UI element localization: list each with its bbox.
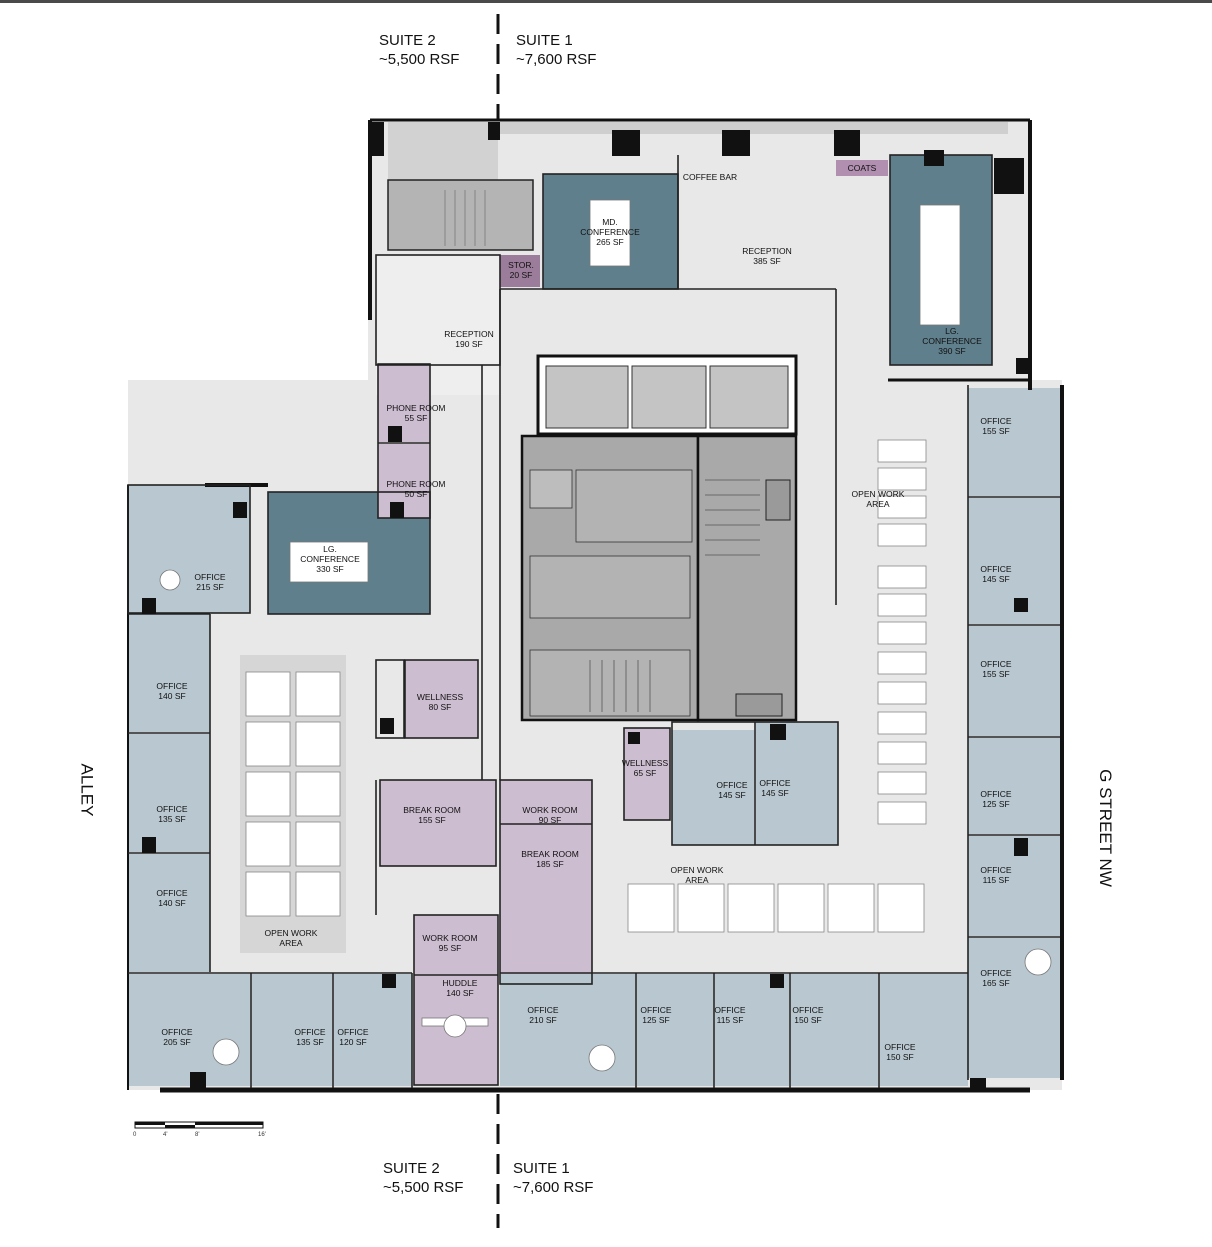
scale-tick-8: 8' — [195, 1132, 199, 1138]
phone-room-55 — [378, 364, 430, 442]
break-room-155 — [380, 780, 496, 866]
scale-tick-4: 4' — [163, 1132, 167, 1138]
office-120-room — [334, 974, 412, 1086]
office-150-a-room — [791, 974, 878, 1086]
storage-room — [500, 255, 540, 287]
office-135-a-room — [128, 734, 210, 852]
conference-tables — [159, 199, 1052, 1072]
suite-name: SUITE 1 — [516, 32, 573, 49]
office-155-a-room — [968, 388, 1060, 496]
work-room-95 — [414, 915, 498, 975]
coats-closet — [836, 160, 888, 176]
office-155-b-room — [968, 626, 1060, 736]
office-205-room — [128, 974, 250, 1086]
office-135-b-room — [252, 974, 332, 1086]
top-border — [0, 0, 1212, 3]
suite-name: SUITE 2 — [383, 1160, 440, 1177]
break-room-185 — [500, 824, 592, 984]
office-150-b-room — [880, 974, 968, 1086]
scale-tick-0: 0 — [133, 1132, 137, 1138]
office-115-a-room — [715, 974, 789, 1086]
work-room-90 — [500, 780, 592, 824]
room-label-coats: COATS — [848, 163, 877, 173]
suite-area: ~5,500 RSF — [379, 51, 460, 68]
office-215-room — [128, 485, 250, 613]
building-core — [520, 354, 798, 722]
open-work-desks-bottom — [627, 883, 925, 933]
office-210-room — [500, 974, 635, 1086]
wellness-80-room — [405, 660, 478, 738]
suite-1-label-top: SUITE 1 ~7,600 RSF — [516, 31, 596, 69]
suite-area: ~7,600 RSF — [516, 51, 597, 68]
open-work-desks-right — [877, 439, 927, 825]
g-street-label: G STREET NW — [1095, 769, 1115, 887]
scale-bar: 0 4' 8' 16' — [133, 1121, 266, 1138]
suite-name: SUITE 1 — [513, 1160, 570, 1177]
office-140-a-room — [128, 614, 210, 732]
office-145-a-room — [672, 730, 754, 845]
structural-columns — [142, 122, 1030, 1090]
suite-area: ~7,600 RSF — [513, 1179, 594, 1196]
office-145-b-room — [756, 722, 838, 845]
office-140-b-room — [128, 854, 210, 972]
suite-2-label-top: SUITE 2 ~5,500 RSF — [379, 31, 459, 69]
suite-1-label-bottom: SUITE 1 ~7,600 RSF — [513, 1159, 593, 1197]
suite-name: SUITE 2 — [379, 32, 436, 49]
room-label-coffee-bar: COFFEE BAR — [683, 172, 737, 182]
office-125-b-room — [968, 738, 1060, 834]
office-125-a-room — [637, 974, 713, 1086]
interior-walls — [127, 154, 1060, 1088]
scale-tick-16: 16' — [258, 1132, 266, 1138]
exterior-walls — [127, 118, 1064, 1093]
alley-label: ALLEY — [77, 763, 97, 817]
suite-2-label-bottom: SUITE 2 ~5,500 RSF — [383, 1159, 463, 1197]
suite-area: ~5,500 RSF — [383, 1179, 464, 1196]
room-label-storage: STOR.20 SF — [508, 260, 534, 280]
open-work-desks-left — [245, 671, 341, 917]
